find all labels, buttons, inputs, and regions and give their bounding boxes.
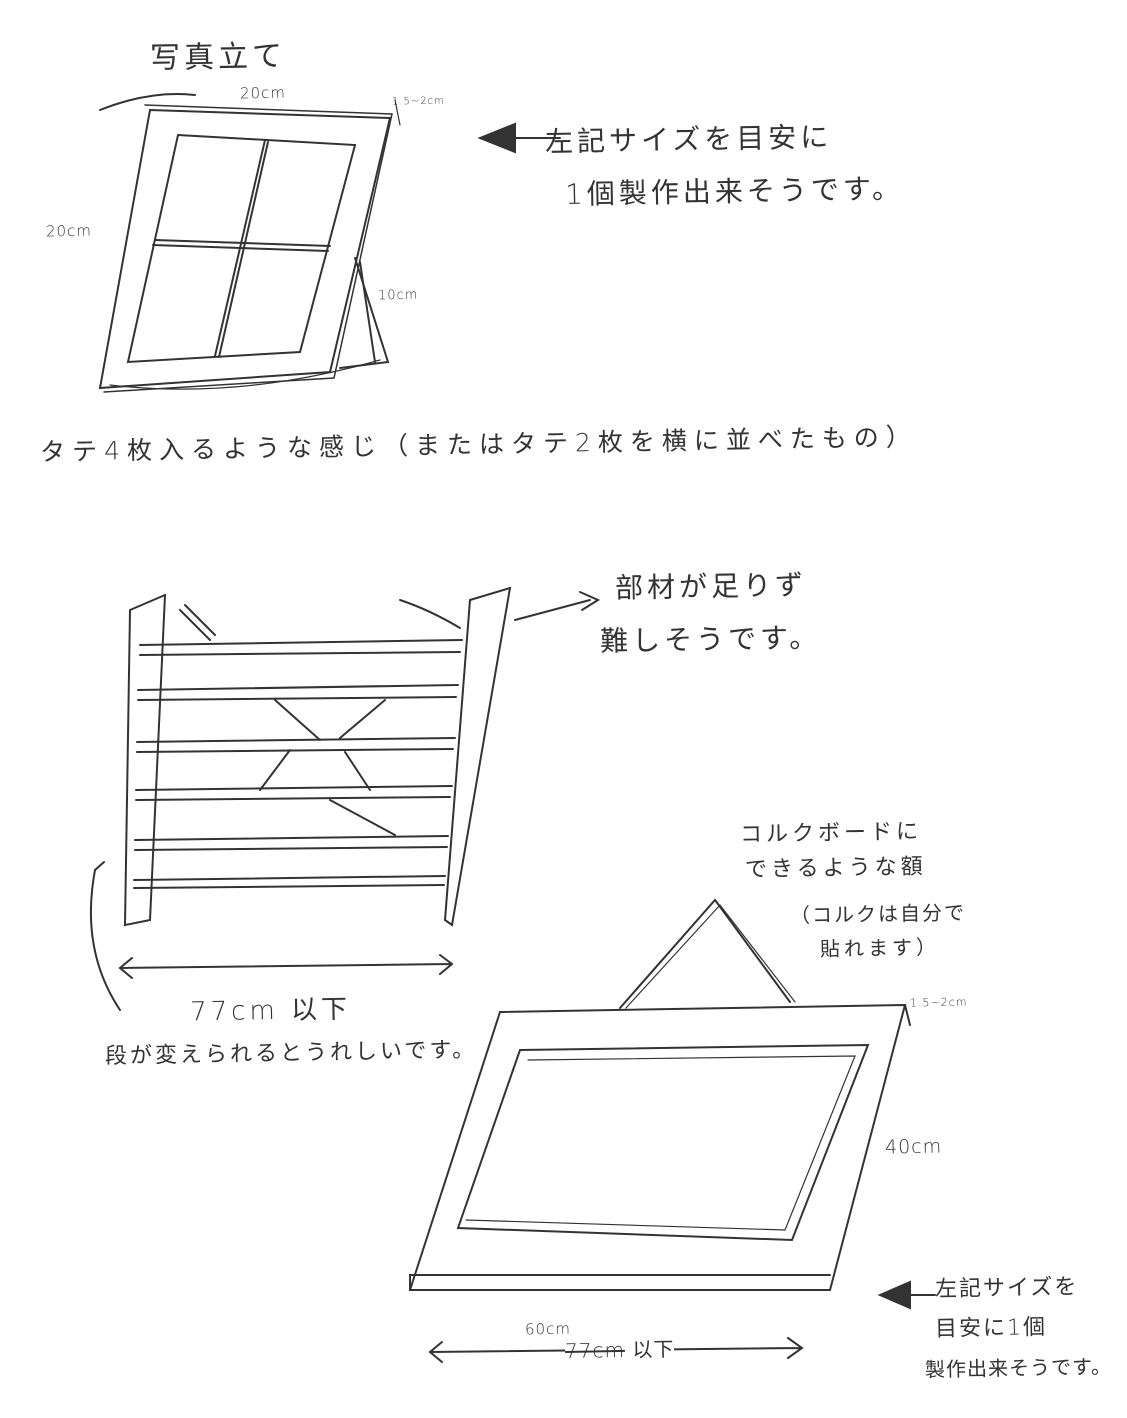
cork-note-line2: 目安に1個	[934, 1315, 1048, 1342]
shelf-request: 段が変えられるとうれしいです。	[104, 1037, 478, 1070]
photo-stand-note-line2: 1個製作出来そうです。	[564, 172, 905, 211]
cork-desc-line2: できるような額	[744, 854, 927, 883]
photo-stand-height-label: 20cm	[45, 221, 93, 241]
shelf-sketch	[89, 586, 601, 1011]
cork-note-line3: 製作出来そうです。	[924, 1354, 1113, 1382]
shelf-note-line1: 部材が足りず	[614, 568, 808, 605]
photo-stand-title: 写真立て	[149, 38, 287, 77]
cork-note-line1: 左記サイズを	[934, 1274, 1079, 1303]
cork-frame-sketch	[408, 898, 936, 1363]
cork-max-suffix: 以下	[632, 1337, 675, 1362]
photo-stand-sketch	[98, 93, 561, 393]
cork-max-struck: 77cm	[564, 1337, 626, 1363]
photo-stand-note-line1: 左記サイズを目安に	[544, 120, 833, 159]
shelf-note-line2: 難しそうです。	[599, 621, 822, 658]
photo-stand-thickness-label: 1.5~2cm	[391, 95, 445, 108]
cork-desc-line4: 貼れます）	[819, 934, 941, 962]
cork-thickness-label: 1.5~2cm	[909, 995, 968, 1010]
photo-stand-stand-label: 10cm	[377, 287, 419, 304]
cork-desc-line1: コルクボードに	[739, 819, 923, 848]
cork-max-width: 77cm 以下	[564, 1333, 675, 1364]
cork-height-label: 40cm	[884, 1135, 943, 1159]
shelf-width-label: 77cm 以下	[189, 994, 352, 1028]
photo-stand-width-label: 20cm	[239, 83, 287, 103]
cork-desc-line3: （コルクは自分で	[789, 900, 967, 928]
